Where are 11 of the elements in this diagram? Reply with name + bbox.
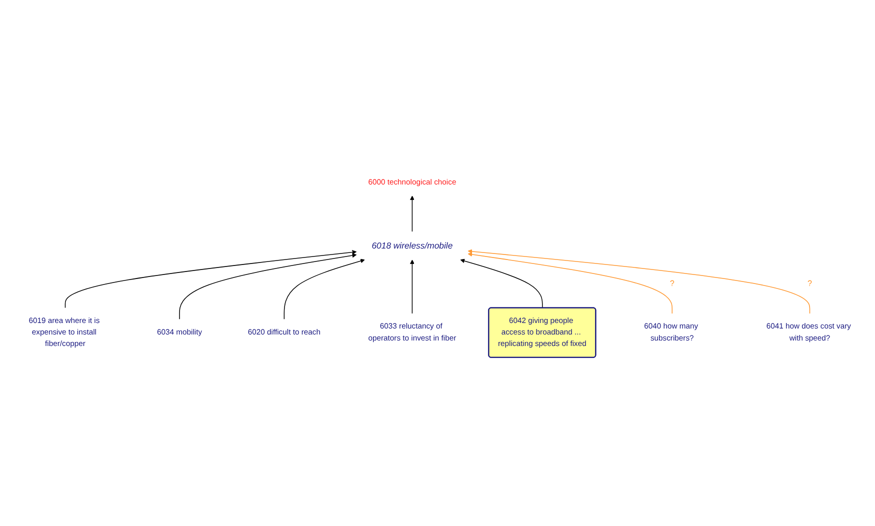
arrow: [468, 252, 673, 314]
arrow: [410, 195, 414, 232]
arrow: [179, 252, 357, 320]
arrow: [410, 259, 414, 314]
arrow: [460, 258, 543, 308]
arrow: [64, 250, 357, 308]
arrow: [468, 248, 810, 314]
edge-label: ?: [670, 278, 674, 288]
arrow: [284, 258, 365, 320]
node-text: 6018 wireless/mobile: [372, 240, 453, 250]
edge-label: ?: [807, 278, 812, 288]
